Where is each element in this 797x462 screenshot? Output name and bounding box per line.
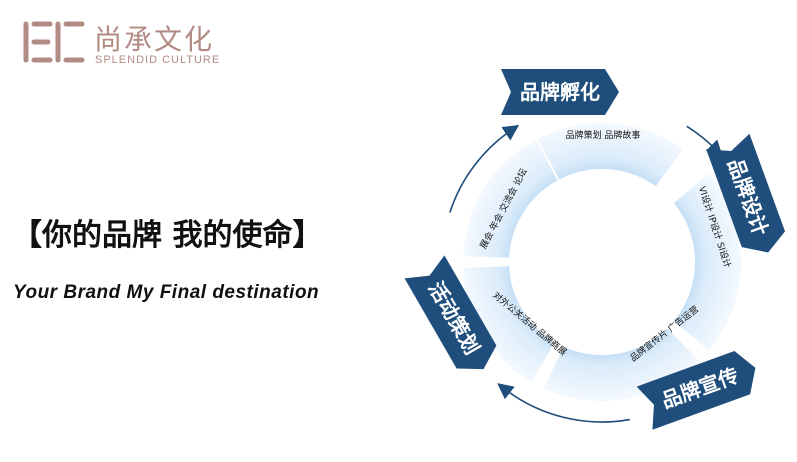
cycle-arrow-left	[449, 124, 520, 213]
segment-bottom-left	[461, 264, 558, 385]
cycle-arrow-bottom	[497, 383, 630, 423]
logo-english-name: SPLENDID CULTURE	[95, 54, 221, 66]
cycle-arrow-top-right	[686, 125, 723, 157]
stage-banner-shape	[706, 133, 786, 253]
stage-banner-shape	[636, 350, 756, 430]
logo-chinese-name: 尚承文化	[94, 23, 215, 56]
stage-banner-shape	[501, 69, 619, 115]
stage-detail: 品牌策划 品牌故事	[566, 129, 641, 141]
slogan-english: Your Brand My Final destination	[13, 282, 320, 303]
stage-banner: 品牌孵化	[501, 69, 619, 115]
brand-logo: 尚承文化 SPLENDID CULTURE	[22, 18, 222, 70]
stage-title: 品牌孵化	[520, 80, 600, 104]
stage-banner-shape	[404, 255, 497, 370]
slogan-chinese: 【你的品牌 我的使命】	[12, 218, 323, 253]
segment-top	[530, 121, 686, 189]
segment-left	[461, 137, 561, 260]
logo-mark-icon	[23, 21, 85, 63]
